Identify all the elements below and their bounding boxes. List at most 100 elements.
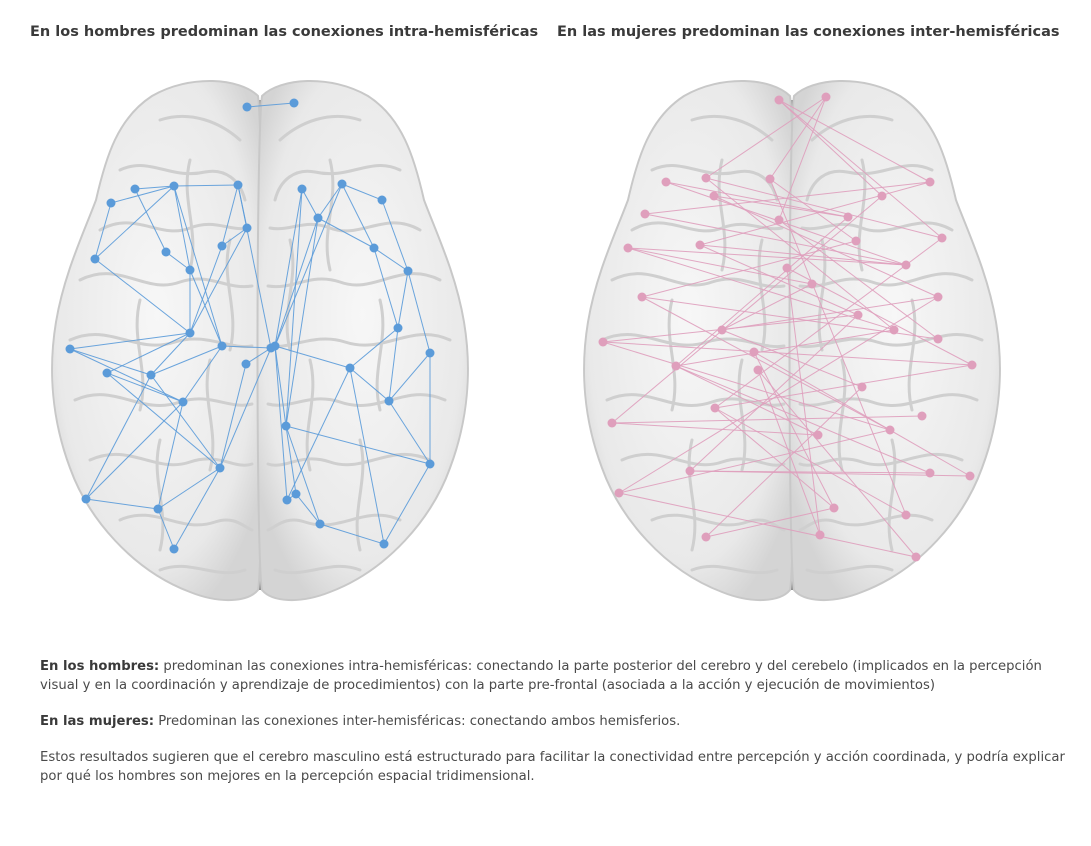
connection-line: [721, 283, 813, 331]
connection-line: [219, 347, 272, 469]
connection-node: [901, 510, 911, 520]
connection-line: [753, 351, 835, 509]
connection-line: [388, 327, 399, 402]
connection-line: [274, 345, 351, 369]
connection-node: [161, 247, 171, 257]
connection-line: [106, 372, 184, 403]
connection-node: [851, 236, 861, 246]
connection-line: [237, 184, 272, 349]
gyrus-fold: [798, 393, 979, 407]
connection-line: [69, 348, 152, 376]
connection-node: [774, 215, 784, 225]
connection-line: [189, 227, 248, 334]
gyrus-fold: [887, 438, 897, 552]
gyrus-fold: [266, 452, 432, 467]
connection-line: [699, 181, 931, 246]
connection-line: [769, 96, 827, 180]
men-explanation-label: En los hombres:: [40, 659, 160, 674]
connection-node: [345, 363, 355, 373]
connection-node: [813, 430, 823, 440]
connection-node: [782, 263, 792, 273]
connection-node: [241, 359, 251, 369]
gyrus-fold: [68, 333, 254, 349]
connection-line: [602, 314, 859, 343]
connection-node: [614, 488, 624, 498]
connection-line: [611, 422, 819, 436]
gyrus-fold: [98, 221, 252, 233]
connection-node: [81, 494, 91, 504]
connection-line: [85, 498, 159, 510]
connection-line: [753, 351, 971, 477]
connection-node: [607, 418, 617, 428]
connection-line: [786, 267, 821, 536]
gyrus-fold: [185, 158, 195, 272]
connection-node: [821, 92, 831, 102]
men-panel-title: En los hombres predominan las conexiones…: [30, 24, 539, 40]
connection-line: [778, 99, 931, 183]
gyrus-fold: [273, 164, 402, 202]
connection-line: [69, 332, 191, 350]
connection-node: [701, 532, 711, 542]
connection-line: [165, 251, 191, 271]
gyrus-fold: [600, 333, 786, 349]
connection-node: [337, 179, 347, 189]
connection-line: [173, 185, 223, 347]
connection-node: [829, 503, 839, 513]
connection-line: [373, 247, 409, 272]
connection-line: [301, 188, 319, 219]
connection-line: [319, 523, 385, 545]
connection-node: [685, 466, 695, 476]
connection-line: [274, 345, 288, 501]
men-explanation: En los hombres: predominan las conexione…: [40, 657, 1070, 695]
women-explanation: En las mujeres: Predominan las conexione…: [40, 712, 1070, 731]
gyrus-fold: [375, 298, 385, 412]
connection-line: [150, 332, 191, 376]
connection-line: [94, 258, 191, 334]
gyrus-fold: [158, 115, 242, 142]
gyrus-fold: [798, 333, 984, 349]
connection-node: [425, 459, 435, 469]
connection-line: [665, 181, 849, 218]
connection-node: [102, 368, 112, 378]
women-explanation-body: Predominan las conexiones inter-hemisfér…: [154, 714, 681, 729]
connection-line: [317, 183, 343, 219]
gyrus-fold: [805, 564, 894, 575]
connection-node: [598, 337, 608, 347]
connection-line: [699, 244, 859, 316]
connection-line: [713, 195, 939, 298]
connection-line: [182, 345, 223, 403]
connection-node: [289, 98, 299, 108]
female-connection-lines: [602, 96, 973, 558]
connection-line: [134, 188, 167, 253]
connection-node: [297, 184, 307, 194]
connection-node: [217, 341, 227, 351]
connection-node: [425, 348, 435, 358]
connection-line: [675, 216, 849, 367]
gyrus-fold: [158, 564, 247, 575]
connection-node: [709, 191, 719, 201]
connection-line: [778, 99, 943, 239]
connection-line: [173, 185, 191, 271]
gyrus-fold: [268, 221, 422, 233]
connection-node: [178, 397, 188, 407]
connection-line: [714, 364, 973, 409]
connection-node: [637, 292, 647, 302]
gyrus-fold: [800, 221, 954, 233]
gyrus-fold: [757, 238, 767, 352]
connection-node: [270, 341, 280, 351]
connection-line: [150, 345, 223, 376]
connection-line: [150, 374, 221, 469]
connection-node: [403, 266, 413, 276]
connection-node: [242, 102, 252, 112]
connection-line: [349, 327, 399, 369]
connection-line: [285, 425, 297, 495]
connection-line: [665, 181, 907, 266]
connection-node: [671, 361, 681, 371]
connection-line: [705, 177, 943, 239]
connection-line: [341, 183, 383, 201]
connection-line: [778, 99, 883, 197]
connection-line: [246, 102, 295, 108]
connection-line: [173, 467, 221, 550]
connection-line: [675, 365, 819, 436]
gyrus-fold: [907, 298, 917, 412]
